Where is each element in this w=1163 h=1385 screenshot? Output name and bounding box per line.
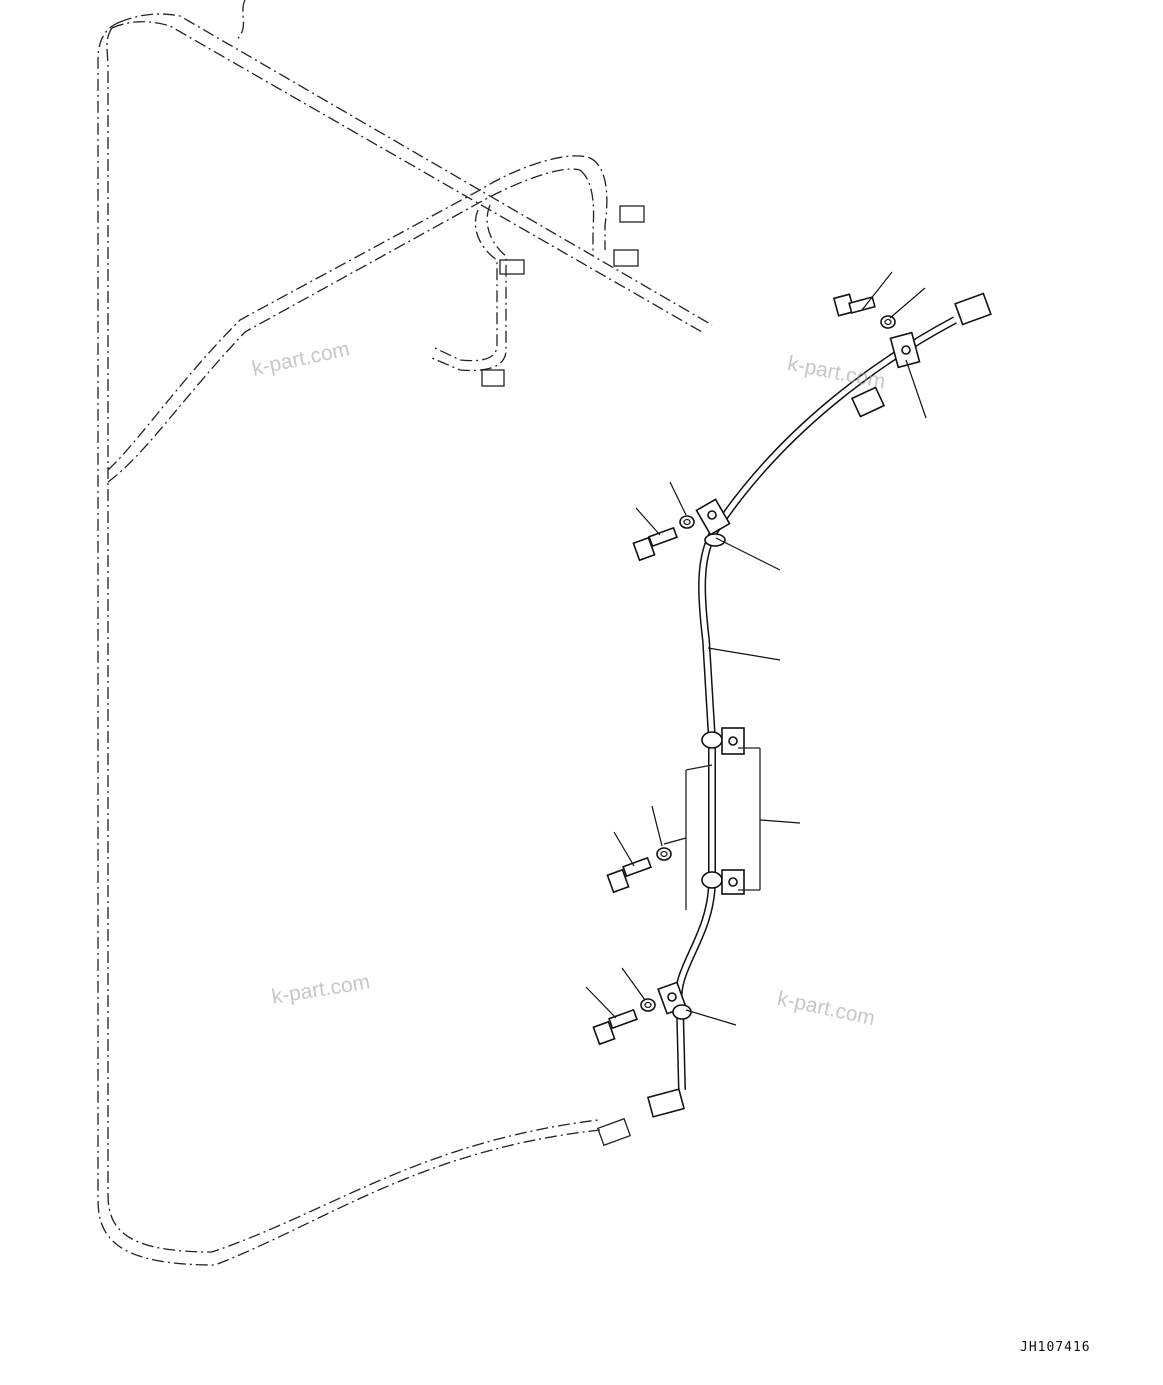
- bolt-upper: [632, 526, 678, 562]
- clamp-upper: [695, 498, 731, 547]
- bolt-top: [832, 293, 876, 317]
- clamp-top: [889, 331, 921, 369]
- bolt-middle: [606, 856, 652, 894]
- drawing-number: JH107416: [1020, 1340, 1091, 1355]
- bolt-lower: [592, 1008, 638, 1046]
- harness-cable: [674, 316, 957, 1091]
- existing-harness-outline: [97, 0, 713, 1266]
- washer-upper: [679, 515, 695, 529]
- connector-top-right: [850, 292, 992, 418]
- washer-lower: [640, 998, 656, 1012]
- bracket-plate: [685, 747, 761, 910]
- connector-bottom: [646, 1088, 686, 1118]
- washer-middle: [656, 847, 672, 861]
- clamp-lower: [657, 981, 692, 1020]
- clamp-middle-lower: [701, 869, 745, 895]
- leader-lines: [585, 271, 927, 1026]
- washer-top: [880, 315, 896, 329]
